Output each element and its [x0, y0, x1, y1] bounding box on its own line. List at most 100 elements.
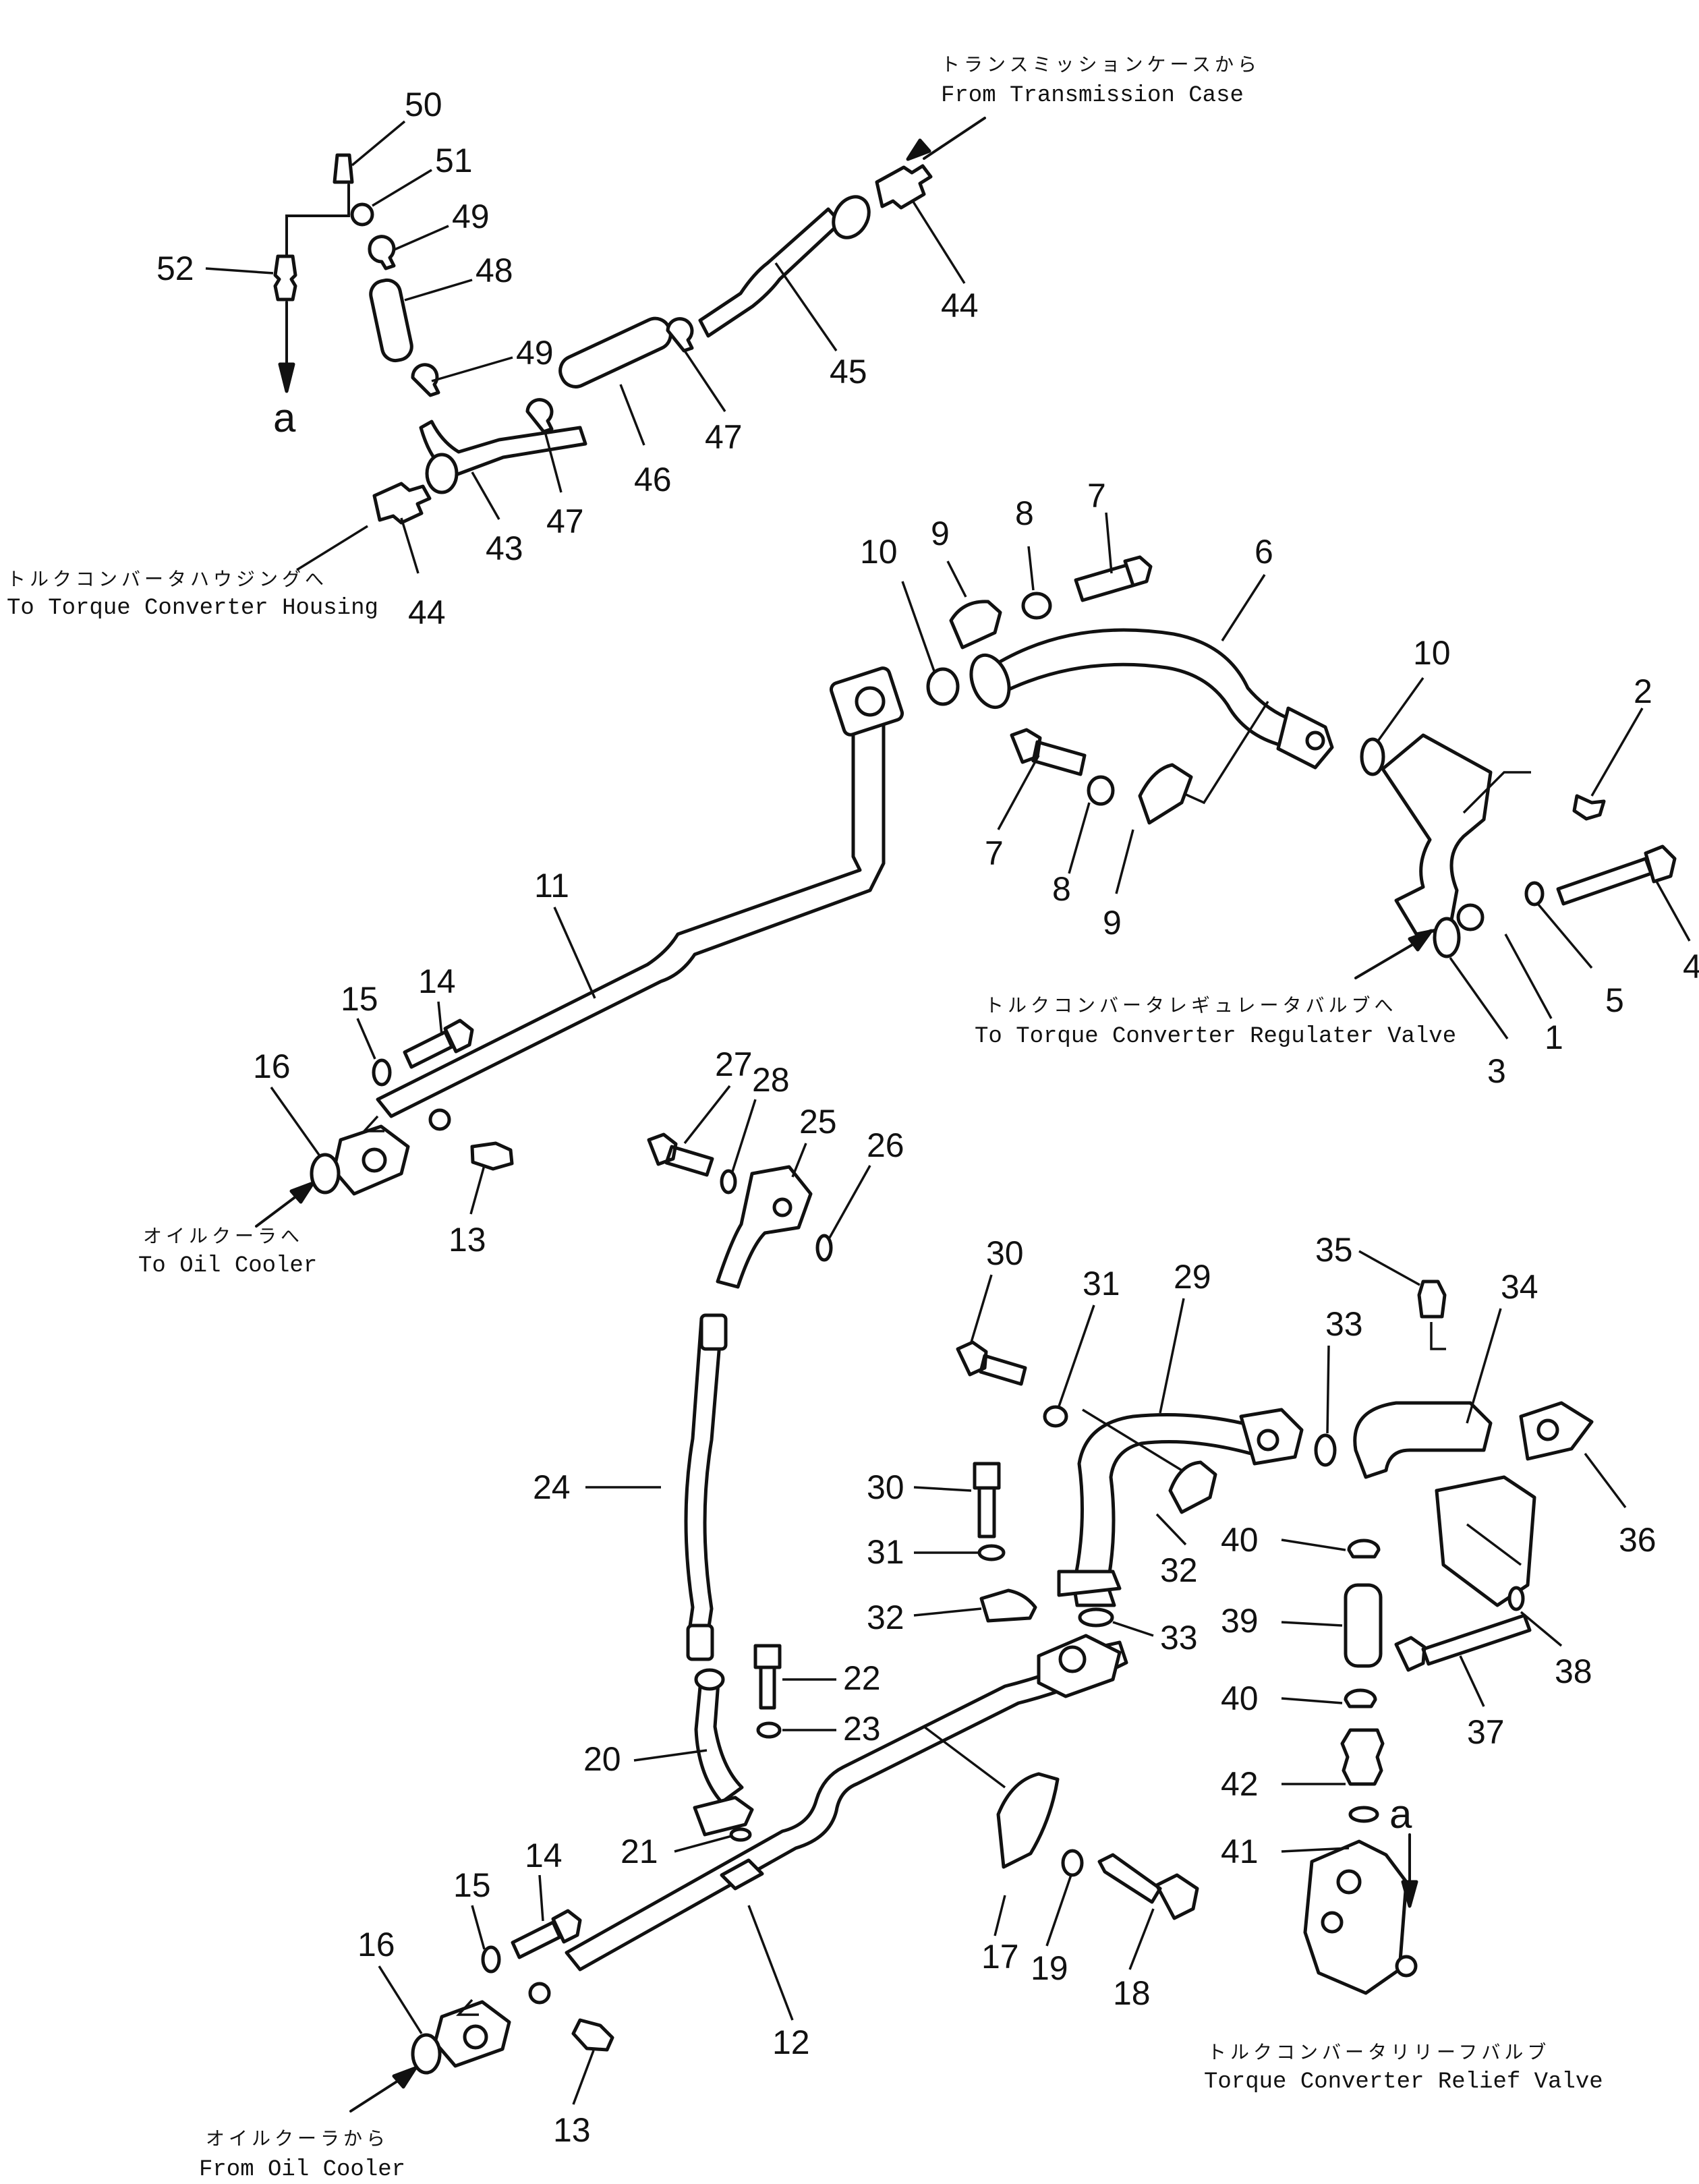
label-12: 12 — [772, 2023, 810, 2061]
washer-31-lower — [977, 1544, 1006, 1561]
leader-12 — [747, 1905, 794, 2021]
leader-41 — [1281, 1847, 1350, 1853]
leader-33-low — [1112, 1621, 1154, 1637]
leader-46 — [619, 384, 645, 446]
adapter-52 — [273, 254, 297, 301]
label-15-b: 15 — [453, 1866, 491, 1904]
elbow-34-bolt-line — [1466, 1523, 1522, 1566]
caption-to-oil-cooler-jp: オイルクーラへ — [143, 1225, 304, 1247]
upper-hose-assembly: a — [273, 153, 933, 525]
caption-to-torque-converter-regulater-valve-en: To Torque Converter Regulater Valve — [975, 1024, 1456, 1050]
leader-1 — [1504, 933, 1553, 1019]
lower-right-assembly: a — [956, 1280, 1594, 1995]
label-47-b: 47 — [546, 502, 584, 540]
tube-43-nut — [425, 453, 459, 494]
leader-33-top — [1326, 1345, 1330, 1434]
label-44: 44 — [941, 287, 979, 324]
label-16: 16 — [253, 1047, 291, 1085]
label-44-b: 44 — [408, 594, 446, 631]
label-29: 29 — [1174, 1258, 1211, 1296]
leader-arrow-housing — [296, 525, 368, 571]
leader-15-top — [356, 1018, 376, 1060]
label-11: 11 — [534, 867, 569, 904]
label-40-b: 40 — [1221, 1679, 1259, 1717]
o-ring-10-right — [1360, 737, 1385, 776]
caption-to-torque-converter-housing-en: To Torque Converter Housing — [7, 596, 378, 621]
label-23: 23 — [843, 1710, 881, 1748]
label-10-b: 10 — [1413, 634, 1451, 672]
adapter-52-bracket — [285, 183, 350, 258]
label-35: 35 — [1315, 1231, 1353, 1269]
clamp-49-lower — [411, 363, 440, 397]
pipe-12-bracket-line — [456, 1999, 479, 2016]
label-3: 3 — [1487, 1052, 1506, 1090]
label-2: 2 — [1634, 672, 1652, 710]
plug-2 — [1572, 794, 1606, 821]
label-13-b: 13 — [553, 2111, 591, 2149]
label-48: 48 — [476, 252, 513, 289]
caption-from-transmission-case-jp: トランスミッションケースから — [941, 53, 1261, 76]
washer-5 — [1524, 881, 1545, 907]
pipe-11-bracket-line — [362, 1115, 384, 1132]
label-22: 22 — [843, 1659, 881, 1697]
leader-14-low — [538, 1874, 544, 1922]
washer-31-upper — [1043, 1405, 1068, 1428]
caption-from-oil-cooler-jp: オイルクーラから — [206, 2127, 389, 2150]
label-51: 51 — [435, 142, 473, 179]
leader-52 — [205, 267, 274, 275]
label-33: 33 — [1325, 1305, 1363, 1343]
clamp-17 — [996, 1772, 1060, 1869]
label-7-b: 7 — [985, 834, 1004, 872]
leader-10-top — [901, 581, 935, 672]
elbow-1 — [1381, 733, 1493, 936]
label-14-b: 14 — [525, 1837, 563, 1874]
elbow-fitting-50 — [333, 153, 354, 184]
label-24: 24 — [533, 1468, 571, 1506]
elbow-34-body — [1435, 1475, 1536, 1607]
leader-20 — [633, 1749, 708, 1762]
label-26: 26 — [867, 1126, 904, 1164]
clamp-47-left — [525, 398, 554, 434]
leader-13-low — [572, 2050, 595, 2105]
leader-27 — [683, 1085, 731, 1145]
label-45: 45 — [830, 353, 867, 391]
bolt-27 — [647, 1132, 714, 1177]
leader-38 — [1520, 1611, 1563, 1647]
split-flange-32-lower — [979, 1588, 1037, 1623]
o-ring-41 — [1348, 1806, 1379, 1823]
leader-11 — [553, 907, 596, 999]
tube-43 — [419, 420, 587, 477]
leader-21 — [674, 1835, 732, 1853]
arrow-regulater-valve-head — [1408, 929, 1433, 952]
leader-17 — [994, 1895, 1006, 1936]
leader-40-low — [1281, 1697, 1343, 1704]
hose-6 — [983, 628, 1290, 747]
washer-19 — [1061, 1849, 1084, 1877]
part-number-labels: 50 51 49 48 52 44 45 47 46 49 47 43 44 4… — [156, 86, 1699, 2149]
leader-44-left — [400, 517, 420, 574]
washer-15-upper — [372, 1058, 392, 1087]
label-21: 21 — [621, 1833, 658, 1870]
clamp-49-upper — [368, 235, 396, 270]
hose-6-flange-right — [1276, 706, 1334, 770]
label-8: 8 — [1015, 494, 1034, 532]
leader-35 — [1358, 1250, 1420, 1286]
adapter-44-right — [875, 164, 933, 210]
pipe-11-top-flange-bore — [855, 686, 886, 717]
plug-13-lower — [571, 2018, 614, 2052]
gasket-36-bore — [1536, 1418, 1559, 1441]
leader-43 — [471, 471, 500, 520]
leader-8-top — [1027, 546, 1035, 591]
label-7: 7 — [1087, 477, 1106, 515]
label-40: 40 — [1221, 1521, 1259, 1559]
leader-48 — [404, 279, 473, 301]
relief-valve-body — [1303, 1839, 1408, 1995]
elbow-34 — [1353, 1401, 1493, 1479]
tube-20-flange — [693, 1795, 754, 1837]
label-49-b: 49 — [516, 334, 554, 372]
arrow-to-a-head — [278, 362, 295, 393]
hose-29-bottom-flange — [1057, 1570, 1122, 1597]
tube-20-nut — [694, 1668, 725, 1691]
o-ring-33-lower — [1078, 1607, 1114, 1628]
